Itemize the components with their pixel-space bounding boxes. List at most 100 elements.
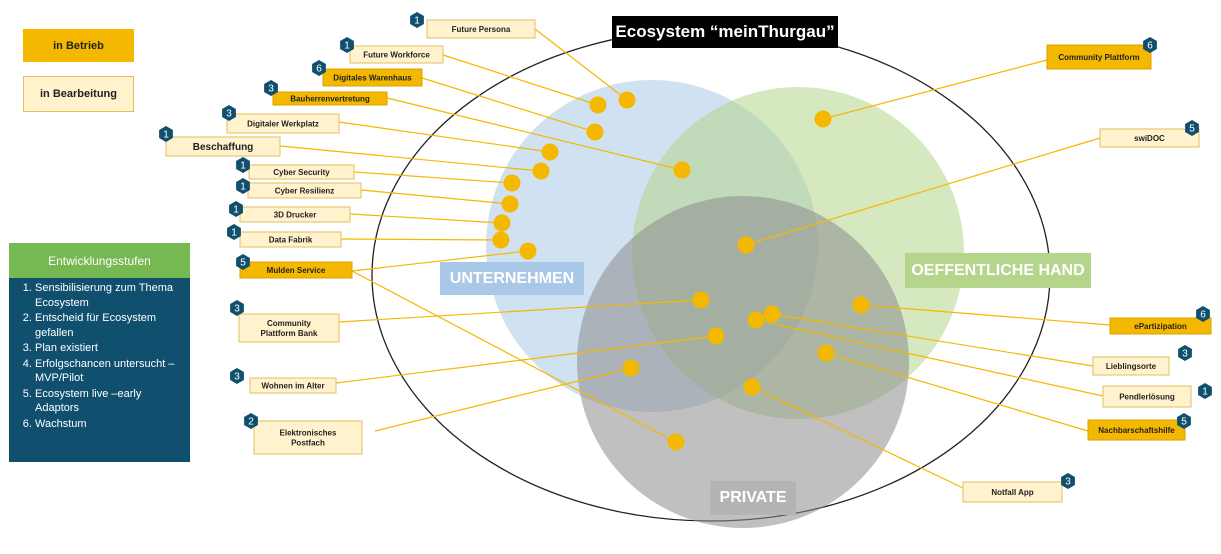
stage-badge: 3 [264,80,278,96]
svg-text:5: 5 [1189,124,1195,135]
dot-epartizipation [852,296,870,314]
stage-badge: 3 [1178,345,1192,361]
project-box [238,313,340,343]
connector-swidoc [745,137,1101,246]
project-label: Lieblingsorte [1106,362,1157,371]
connector-wohnen-im-alter [335,335,717,384]
project-swidoc: swiDOC 5 [1099,120,1200,148]
legend-in-betrieb: in Betrieb [23,29,134,62]
dot-lieblingsorte [763,305,781,323]
project-label: Cyber Resilienz [275,186,335,195]
svg-text:2: 2 [248,417,254,428]
dot-notfall-app [743,378,761,396]
project-beschaffung: Beschaffung 1 [159,126,281,157]
connector-epartizipation [860,304,1111,326]
dot-elektronisches-postfach [622,359,640,377]
stage-badge: 6 [1143,37,1157,53]
project-future-persona: Future Persona 1 [410,12,536,39]
connector-notfall-app [751,386,964,489]
stage-badge: 1 [410,12,424,28]
connector-future-persona [534,28,628,101]
project-future-workforce: Future Workforce 1 [340,37,444,64]
dot-beschaffung [532,162,550,180]
project-box [248,164,355,180]
stage-badge: 1 [227,224,241,240]
project-label: Future Workforce [363,50,430,59]
project-wohnen-im-alter: Wohnen im Alter 3 [230,368,337,394]
stage-badge: 1 [236,178,250,194]
svg-text:6: 6 [316,64,322,75]
stage-badge: 5 [236,254,250,270]
dot-pendlerl-sung [747,311,765,329]
stage-badge: 5 [1177,413,1191,429]
connector-beschaffung [279,145,542,172]
project-label: Digitales Warenhaus [333,73,412,82]
project-label: Mulden Service [267,266,326,275]
svg-text:5: 5 [1181,417,1187,428]
stage-badge: 1 [1198,383,1212,399]
project-box [1046,44,1152,70]
project-label: Beschaffung [193,142,254,153]
dot-mulden-service [519,242,537,260]
stage-item: Wachstum [35,417,184,432]
svg-text:1: 1 [344,41,350,52]
project-box [1087,419,1186,441]
dot-wohnen-im-alter [707,327,725,345]
project-box [1099,128,1200,148]
dot-swidoc [737,236,755,254]
project-box [1102,385,1192,408]
connector-community-plattform [822,59,1048,120]
connector-pendlerl-sung [755,319,1104,397]
connector-mulden-service [351,250,529,272]
dot-digitales-warenhaus [586,123,604,141]
svg-text:1: 1 [1202,387,1208,398]
svg-text:3: 3 [226,109,232,120]
svg-text:6: 6 [1147,41,1153,52]
stages-list: Sensibilisierung zum Thema Ecosystem Ent… [9,281,190,431]
project-label: Community Plattform [1058,53,1139,62]
connector-community-plattform-bank [338,299,702,323]
project-box [226,113,340,134]
project-label: Pendlerlösung [1119,392,1175,401]
project-box [253,420,363,455]
stage-item: Entscheid für Ecosystem gefallen [35,311,184,340]
label-private: PRIVATE [710,481,796,515]
project-mulden-service: Mulden Service 5 [236,254,353,279]
stage-badge: 1 [229,201,243,217]
project-label: swiDOC [1134,134,1165,143]
stages-panel: Entwicklungsstufen Sensibilisierung zum … [9,243,190,462]
label-oeffentliche-hand: OEFFENTLICHE HAND [905,253,1091,288]
stage-badge: 3 [1061,473,1075,489]
stage-badge: 3 [222,105,236,121]
connector-mulden-service-2 [351,270,677,443]
project-label: Wohnen im Alter [261,381,324,390]
stage-badge: 1 [159,126,173,142]
svg-text:1: 1 [240,182,246,193]
project-box [272,91,388,106]
project-box [239,261,353,279]
dot-cyber-security [503,174,521,192]
project-box [322,68,423,87]
svg-text:3: 3 [268,84,274,95]
stage-item: Plan existiert [35,341,184,356]
stage-badge: 3 [230,368,244,384]
stage-item: Ecosystem live –early Adaptors [35,387,184,416]
project-label: Future Persona [452,25,511,34]
svg-text:3: 3 [234,304,240,315]
stage-badge: 6 [312,60,326,76]
stage-item: Sensibilisierung zum Thema Ecosystem [35,281,184,310]
dot-data-fabrik [492,231,510,249]
svg-text:1: 1 [414,16,420,27]
project-label: 3D Drucker [274,210,317,219]
dot-community-plattform-bank [692,291,710,309]
project-box [426,19,536,39]
